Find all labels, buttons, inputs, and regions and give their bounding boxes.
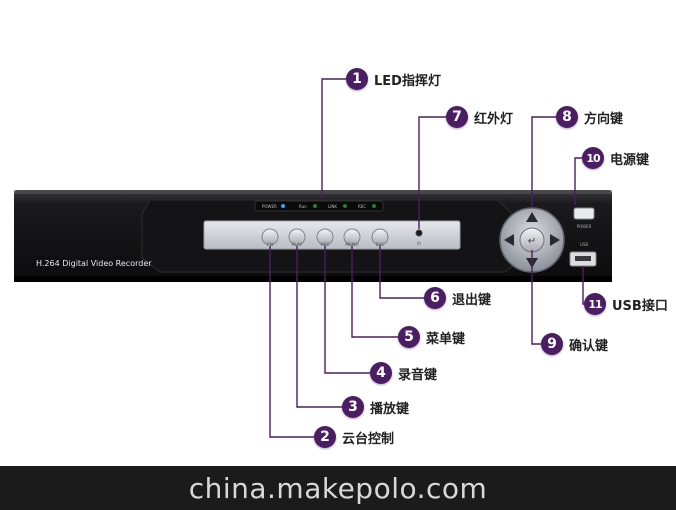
enter-icon: ↵ — [528, 236, 536, 247]
callout-badge: 5 — [398, 326, 420, 348]
callout-badge: 4 — [370, 362, 392, 384]
led-label-link: LINK — [328, 204, 337, 209]
callout-badge: 3 — [342, 396, 364, 418]
led-rec — [372, 204, 376, 208]
callout-label: 播放键 — [370, 401, 410, 417]
rec-button[interactable] — [316, 228, 334, 246]
esc-button[interactable] — [371, 228, 389, 246]
callout-4: 4 录音键 — [370, 361, 437, 385]
callout-badge: 9 — [541, 333, 563, 355]
callout-label: 菜单键 — [426, 331, 466, 347]
callout-5: 5 菜单键 — [398, 325, 465, 349]
led-window — [254, 200, 384, 212]
power-button[interactable] — [573, 207, 595, 220]
callout-badge: 1 — [346, 68, 368, 90]
callout-badge: 11 — [584, 293, 606, 315]
callout-badge: 10 — [582, 147, 604, 169]
callout-6: 6 退出键 — [424, 286, 491, 310]
fn-button[interactable] — [261, 228, 279, 246]
model-text: H.264 Digital Video Recorder — [36, 259, 152, 268]
fn-button-label: FN — [267, 242, 273, 248]
callout-9: 9 确认键 — [541, 332, 608, 356]
usb-label: USB — [580, 242, 588, 247]
arrow-left-icon[interactable] — [504, 234, 514, 246]
callout-badge: 7 — [446, 106, 468, 128]
callout-label: 红外灯 — [474, 111, 514, 127]
arrow-right-icon[interactable] — [550, 234, 560, 246]
power-label: POWER — [577, 224, 592, 229]
ir-sensor — [415, 229, 423, 237]
ir-label: IR — [417, 241, 421, 247]
rec-button-label: REC — [320, 242, 329, 248]
callout-label: 退出键 — [452, 292, 492, 308]
front-buttons: FN PLAY REC MENU ESC — [261, 228, 389, 248]
led-label-rec: REC — [358, 204, 366, 209]
usb-slot — [575, 256, 591, 261]
play-button-label: PLAY — [292, 242, 303, 248]
menu-button[interactable] — [343, 228, 361, 246]
callout-badge: 2 — [314, 426, 336, 448]
callout-label: 云台控制 — [342, 431, 395, 447]
callout-badge: 8 — [556, 106, 578, 128]
esc-button-label: ESC — [376, 242, 385, 248]
direction-pad[interactable]: ↵ — [499, 207, 565, 273]
play-button[interactable] — [288, 228, 306, 246]
led-run — [313, 204, 317, 208]
callout-label: 方向键 — [584, 111, 624, 127]
led-link — [343, 204, 347, 208]
led-label-power: POWER — [262, 204, 277, 209]
callout-3: 3 播放键 — [342, 395, 409, 419]
callout-1: 1 LED指挥灯 — [346, 67, 441, 91]
callout-badge: 6 — [424, 287, 446, 309]
led-label-run: Run — [299, 204, 307, 209]
callout-label: LED指挥灯 — [374, 73, 441, 89]
leader-lines — [269, 78, 584, 438]
callout-11: 11 USB接口 — [584, 292, 668, 316]
arrow-up-icon[interactable] — [526, 212, 538, 222]
callout-8: 8 方向键 — [556, 105, 623, 129]
callout-label: USB接口 — [612, 298, 668, 314]
callout-2: 2 云台控制 — [314, 425, 394, 449]
menu-button-label: MENU — [345, 242, 358, 248]
led-power — [281, 204, 285, 208]
callout-7: 7 红外灯 — [446, 105, 513, 129]
callout-label: 电源键 — [610, 152, 650, 168]
callout-10: 10 电源键 — [582, 146, 649, 170]
watermark-footer: china.makepolo.com — [0, 466, 676, 510]
callout-label: 确认键 — [569, 338, 609, 354]
callout-label: 录音键 — [398, 367, 438, 383]
